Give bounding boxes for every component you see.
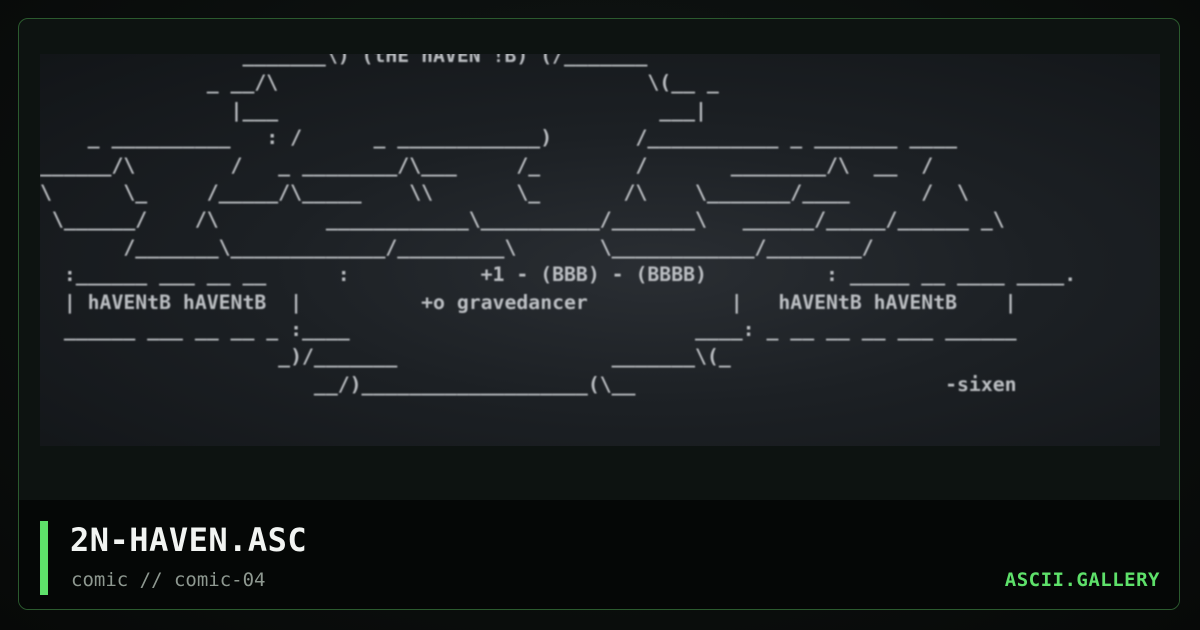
card-footer: 2N-HAVEN.ASC comic // comic-04 ASCII.GAL…	[19, 500, 1179, 609]
ascii-art-preview: _______\) (tHE hAVEN !B) (/_______ _ __/…	[40, 54, 1160, 446]
artwork-card[interactable]: _______\) (tHE hAVEN !B) (/_______ _ __/…	[18, 18, 1180, 610]
site-brand[interactable]: ASCII.GALLERY	[1004, 569, 1160, 591]
accent-bar	[40, 521, 48, 595]
file-title: 2N-HAVEN.ASC	[70, 521, 308, 559]
file-category-path: comic // comic-04	[71, 569, 266, 591]
ascii-art-text: _______\) (tHE hAVEN !B) (/_______ _ __/…	[40, 54, 1077, 396]
